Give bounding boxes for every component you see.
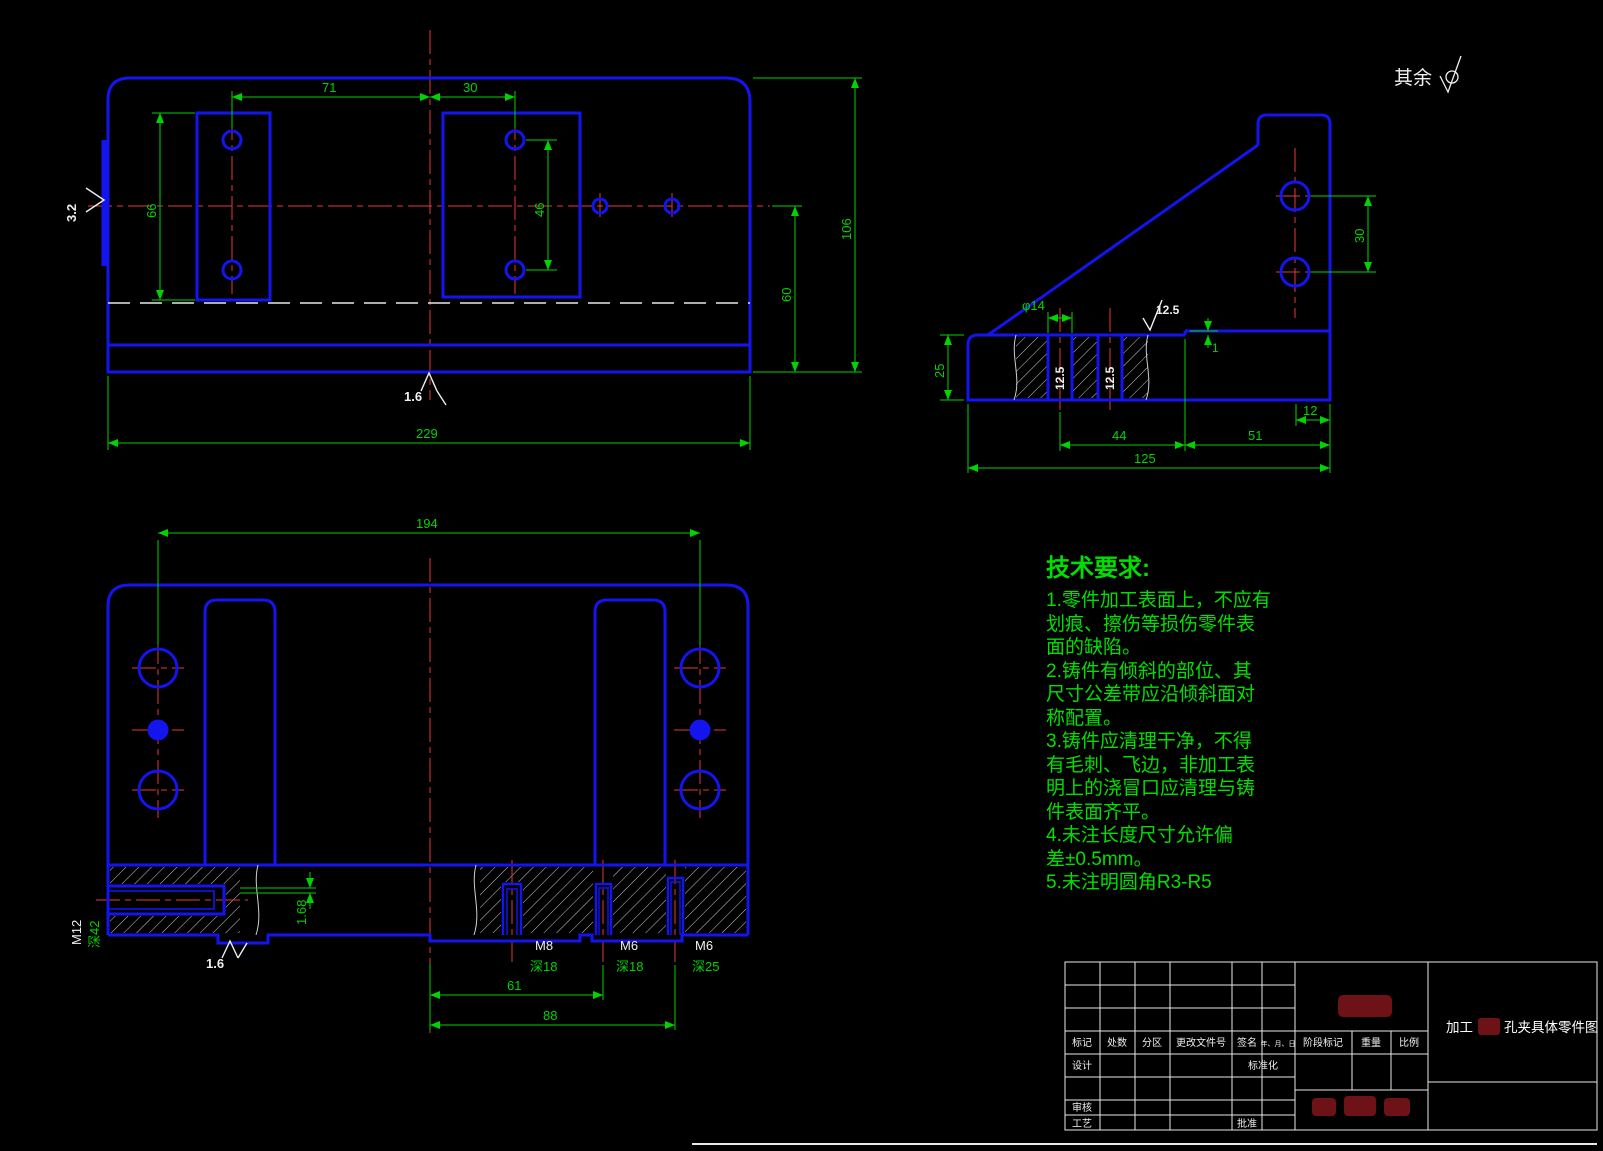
- finish-1-6-label: 1.6: [404, 389, 422, 404]
- dim-30: 30: [463, 80, 477, 95]
- front-view-dim-lines: [157, 529, 701, 1030]
- tech-req-title: 技术要求:: [1046, 555, 1150, 582]
- signature-blob: [1312, 1098, 1336, 1116]
- finish-3-2-label: 3.2: [64, 204, 79, 222]
- depth-m6-2-label: 深25: [692, 959, 719, 974]
- dim-229: 229: [416, 426, 438, 441]
- tech-req-line: 有毛刺、飞边，非加工表: [1046, 754, 1255, 776]
- tech-req-line: 称配置。: [1046, 707, 1122, 729]
- finish-12-5-hole-left: 12.5: [1053, 366, 1067, 390]
- depth-m8-label: 深18: [530, 959, 557, 974]
- side-view: φ14 30 25 1 12 44 51 125 12.5 12.5 12.5: [932, 113, 1376, 473]
- depth-m12-label: 深42: [87, 921, 102, 948]
- approve-label: 批准: [1237, 1117, 1257, 1130]
- redacted-blobs: [1312, 995, 1500, 1116]
- thread-m12-label: M12: [69, 920, 84, 945]
- dim-12-side: 12: [1303, 403, 1317, 418]
- logo-blob: [1338, 995, 1392, 1017]
- tech-req-line: 2.铸件有倾斜的部位、其: [1046, 660, 1252, 682]
- part-title-prefix: 加工: [1446, 1020, 1473, 1035]
- dim-66: 66: [144, 204, 159, 218]
- title-block-grid: [1064, 961, 1598, 1131]
- surface-finish-marks-top-view: [85, 187, 447, 406]
- part-title-suffix: 孔夹具体零件图: [1504, 1020, 1599, 1035]
- dim-44-side: 44: [1112, 428, 1126, 443]
- header-count: 处数: [1107, 1036, 1127, 1049]
- surface-note-symbol-icon: [1439, 55, 1462, 94]
- top-view-centerlines: [88, 30, 770, 400]
- dim-51-side: 51: [1248, 428, 1262, 443]
- dim-71: 71: [322, 80, 336, 95]
- dim-61: 61: [507, 978, 521, 993]
- dim-60: 60: [779, 288, 794, 302]
- weight-label: 重量: [1361, 1036, 1381, 1049]
- front-view: 194 1.68 61 88 深42 深18 深18 深25 M12 M8 M6…: [69, 516, 750, 1033]
- dim-30-side: 30: [1352, 229, 1367, 243]
- signature-blob: [1384, 1098, 1410, 1116]
- row-process: 工艺: [1072, 1118, 1092, 1130]
- top-view-dim-lines: [107, 77, 862, 450]
- dim-25-side: 25: [932, 364, 947, 378]
- finish-12-5-hole-right: 12.5: [1103, 366, 1117, 390]
- header-mark: 标记: [1072, 1037, 1092, 1049]
- dim-phi14: φ14: [1022, 298, 1045, 313]
- header-doc-no: 更改文件号: [1176, 1036, 1226, 1049]
- side-view-break-lines: [1013, 334, 1150, 401]
- front-view-outline: [106, 583, 750, 945]
- row-audit: 审核: [1072, 1101, 1092, 1114]
- row-design: 设计: [1072, 1059, 1092, 1072]
- header-zone: 分区: [1142, 1037, 1162, 1049]
- surface-note: 其余: [1394, 55, 1462, 94]
- side-view-dim-lines: [940, 195, 1376, 473]
- dim-46: 46: [532, 203, 547, 217]
- std-label: 标准化: [1248, 1059, 1278, 1072]
- thread-m6-2-label: M6: [695, 938, 713, 953]
- top-view: 71 30 66 46 106 60 229 3.2 1.6: [64, 30, 862, 450]
- dim-1-side: 1: [1212, 341, 1219, 355]
- tech-req-line: 明上的浇冒口应清理与铸: [1046, 777, 1255, 799]
- top-view-outline: [101, 76, 752, 374]
- dim-106: 106: [839, 218, 854, 240]
- scale-label: 比例: [1399, 1036, 1419, 1049]
- tech-req-line: 划痕、擦伤等损伤零件表: [1046, 613, 1255, 635]
- title-block: 标记 处数 分区 更改文件号 签名 年、月、日 设计 标准化 审核 工艺 批准 …: [1064, 961, 1599, 1131]
- surface-note-label: 其余: [1394, 67, 1432, 89]
- dim-194: 194: [416, 516, 438, 531]
- header-sign: 签名: [1237, 1036, 1257, 1049]
- depth-m6-1-label: 深18: [616, 959, 643, 974]
- front-view-break-lines: [255, 864, 478, 936]
- thread-m6-1-label: M6: [620, 938, 638, 953]
- tech-req-line: 尺寸公差带应沿倾斜面对: [1046, 683, 1255, 705]
- finish-12-5-top: 12.5: [1156, 303, 1180, 317]
- dim-88: 88: [543, 1008, 557, 1023]
- tech-req-line: 1.零件加工表面上，不应有: [1046, 589, 1271, 611]
- finish-1-6-front-label: 1.6: [206, 956, 224, 971]
- tech-req-line: 5.未注明圆角R3-R5: [1046, 871, 1212, 893]
- tech-requirements: 技术要求: 1.零件加工表面上，不应有 划痕、擦伤等损伤零件表 面的缺陷。 2.…: [1046, 555, 1271, 893]
- surface-finish-marks-front-view: [221, 939, 248, 959]
- tech-req-line: 差±0.5mm。: [1046, 848, 1153, 870]
- signature-blob: [1344, 1096, 1376, 1116]
- side-view-hatch: [1016, 337, 1148, 398]
- tech-req-line: 件表面齐平。: [1046, 801, 1160, 823]
- tech-req-line: 面的缺陷。: [1046, 636, 1141, 658]
- thread-m8-label: M8: [535, 938, 553, 953]
- side-view-outline: [966, 113, 1332, 402]
- tech-req-line: 4.未注长度尺寸允许偏: [1046, 824, 1233, 846]
- title-blob: [1478, 1018, 1500, 1035]
- stage-label: 阶段标记: [1303, 1036, 1343, 1049]
- dim-1-68: 1.68: [294, 900, 309, 925]
- tech-req-line: 3.铸件应清理干净，不得: [1046, 730, 1252, 752]
- dim-125-side: 125: [1134, 451, 1156, 466]
- finish-check-symbol: [1142, 299, 1163, 332]
- header-date: 年、月、日: [1261, 1039, 1296, 1048]
